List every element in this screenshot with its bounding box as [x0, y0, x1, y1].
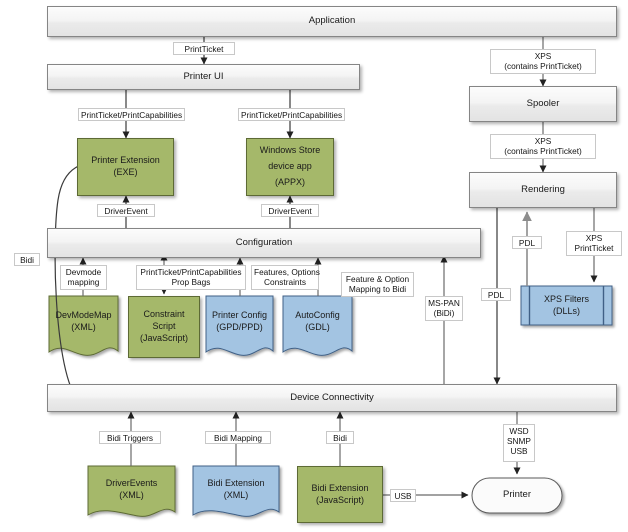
edge-label-xps-contains-printticket-2: XPS (contains PrintTicket)	[490, 134, 596, 159]
driverevents-shape	[87, 465, 176, 517]
node-devmodemap-line1: DevModeMap	[55, 310, 112, 321]
edge-label-bidi: Bidi	[14, 253, 40, 266]
node-printer-config-label: Printer Config (GPD/PPD)	[206, 310, 273, 334]
node-constraint-script: Constraint Script (JavaScript)	[128, 296, 200, 358]
edge-label-driverevent-left: DriverEvent	[97, 204, 155, 217]
node-device-connectivity: Device Connectivity	[47, 384, 617, 412]
edge-label-usb: USB	[390, 489, 416, 502]
node-printer-extension-line1: Printer Extension	[91, 155, 160, 166]
node-xps-filters: XPS Filters (DLLs)	[521, 286, 612, 325]
node-xps-filters-line1: XPS Filters	[543, 293, 589, 304]
edge-label-printticket-printcapabilities-right: PrintTicket/PrintCapabilities	[238, 108, 345, 121]
node-store-app-line3: (APPX)	[274, 176, 305, 187]
node-printer-config-line1: Printer Config	[211, 310, 268, 321]
node-constraint-script-line1: Constraint Script	[143, 309, 185, 332]
node-xps-filters-line2: (DLLs)	[552, 305, 580, 316]
node-store-app-line2: device app	[268, 161, 312, 172]
node-autoconfig: AutoConfig (GDL)	[283, 296, 352, 348]
edge-label-xps-contains-printticket-1: XPS (contains PrintTicket)	[490, 49, 596, 74]
node-bidi-ext-js-line2: (JavaScript)	[315, 494, 364, 505]
node-bidi-extension-javascript: Bidi Extension (JavaScript)	[297, 466, 383, 523]
node-store-app-line1: Windows Store	[259, 145, 321, 156]
node-printer: Printer	[472, 478, 562, 513]
node-printer-ui: Printer UI	[47, 64, 360, 90]
node-bidi-ext-xml-line2: (XML)	[223, 490, 249, 500]
node-bidi-extension-xml: Bidi Extension (XML)	[193, 466, 279, 514]
node-driverevents-line1: DriverEvents	[105, 478, 158, 489]
node-devmodemap: DevModeMap (XML)	[49, 296, 118, 348]
edge-label-printticket: PrintTicket	[173, 42, 235, 55]
node-printer-extension-label: Printer Extension (EXE)	[78, 155, 173, 179]
node-driverevents-label: DriverEvents (XML)	[88, 478, 175, 502]
node-autoconfig-label: AutoConfig (GDL)	[283, 310, 352, 334]
node-constraint-script-label: Constraint Script (JavaScript)	[129, 309, 199, 345]
node-xps-filters-label: XPS Filters (DLLs)	[521, 294, 612, 318]
edge-label-wsd-snmp-usb: WSD SNMP USB	[503, 424, 535, 462]
node-devmodemap-label: DevModeMap (XML)	[49, 310, 118, 334]
edge-label-pdl-right: PDL	[512, 236, 542, 249]
node-printer-config-line2: (GPD/PPD)	[216, 322, 263, 332]
edge-label-bidi-mapping: Bidi Mapping	[205, 431, 271, 444]
edge-label-devmode-mapping: Devmode mapping	[60, 265, 107, 290]
printer-config-shape	[205, 295, 274, 356]
node-rendering: Rendering	[469, 172, 617, 208]
node-autoconfig-line2: (GDL)	[305, 322, 330, 332]
node-bidi-ext-js-line1: Bidi Extension	[311, 482, 369, 493]
node-rendering-label: Rendering	[521, 183, 565, 195]
edge-label-ms-pan-bidi: MS-PAN (BiDi)	[425, 296, 463, 321]
node-spooler: Spooler	[469, 86, 617, 122]
edge-label-bidi-bottom: Bidi	[326, 431, 354, 444]
autoconfig-shape	[282, 295, 353, 356]
edge-label-printticket-printcapabilities-left: PrintTicket/PrintCapabilities	[78, 108, 185, 121]
node-application: Application	[47, 6, 617, 37]
node-autoconfig-line1: AutoConfig	[295, 310, 340, 321]
node-printer-config: Printer Config (GPD/PPD)	[206, 296, 273, 348]
node-device-connectivity-label: Device Connectivity	[290, 391, 374, 403]
node-driverevents-line2: (XML)	[119, 490, 144, 500]
node-windows-store-device-app-label: Windows Store device app (APPX)	[247, 143, 333, 190]
node-constraint-script-line2: (JavaScript)	[139, 332, 188, 343]
node-spooler-label: Spooler	[526, 97, 560, 109]
node-printer-label: Printer	[503, 489, 531, 501]
node-bidi-extension-js-label: Bidi Extension (JavaScript)	[298, 483, 382, 507]
edge-label-driverevent-right: DriverEvent	[261, 204, 319, 217]
edge-label-bidi-triggers: Bidi Triggers	[99, 431, 161, 444]
node-printer-extension-line2: (EXE)	[113, 167, 138, 177]
node-printer-ui-label: Printer UI	[183, 70, 224, 82]
node-devmodemap-line2: (XML)	[71, 322, 96, 332]
node-printer-extension: Printer Extension (EXE)	[77, 138, 174, 196]
node-configuration-label: Configuration	[235, 236, 293, 248]
node-bidi-extension-xml-label: Bidi Extension (XML)	[193, 478, 279, 502]
node-driverevents: DriverEvents (XML)	[88, 466, 175, 514]
node-windows-store-device-app: Windows Store device app (APPX)	[246, 138, 334, 196]
node-configuration: Configuration	[47, 228, 481, 258]
node-application-label: Application	[308, 15, 356, 27]
node-bidi-ext-xml-line1: Bidi Extension	[207, 478, 265, 489]
edge-label-features-options-constraints: Features, Options Constraints	[251, 265, 320, 290]
printer-shape	[471, 477, 563, 514]
bidi-extension-xml-shape	[192, 465, 280, 517]
edge-label-xps-printticket: XPS PrintTicket	[566, 231, 622, 256]
edge-label-pdl-left: PDL	[481, 288, 511, 301]
edge-label-printticket-prop-bags: PrintTicket/PrintCapabilities Prop Bags	[136, 265, 246, 290]
xps-filters-shape	[520, 285, 613, 326]
edge-label-feature-option-mapping: Feature & Option Mapping to Bidi	[341, 272, 414, 297]
